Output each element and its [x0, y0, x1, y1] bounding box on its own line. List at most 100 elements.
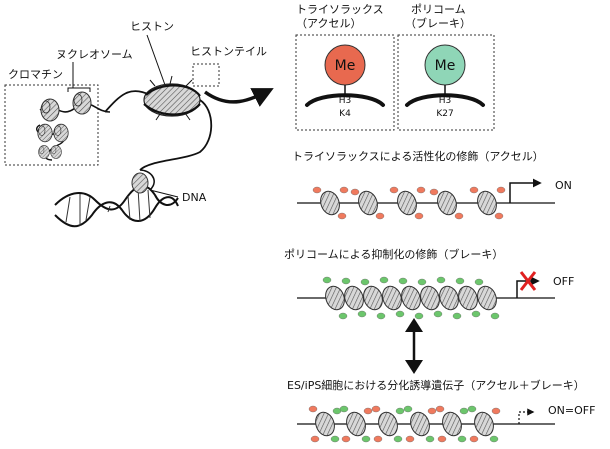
polycomb-title: ポリコーム — [411, 3, 466, 16]
bivalent-row: ES/iPS細胞における分化誘導遺伝子（アクセル＋ブレーキ） ON=OFF — [287, 378, 595, 443]
zoom-arrow — [203, 88, 274, 107]
brake-mark — [467, 405, 477, 413]
accelerator-mark — [427, 407, 437, 415]
brake-mark — [393, 435, 403, 443]
brake-mark — [361, 435, 371, 443]
brake-mark — [433, 310, 443, 318]
nucleosome — [358, 190, 378, 216]
accelerator-mark — [389, 186, 399, 194]
nucleosome — [474, 411, 494, 437]
brake-mark — [457, 435, 467, 443]
accelerator-mark — [429, 188, 439, 196]
polycomb-subtitle: （ブレーキ） — [405, 16, 471, 30]
residue-label: K4 — [339, 109, 351, 119]
chromatin-label: クロマチン — [8, 68, 63, 81]
activation-row: トライソラックスによる活性化の修飾（アクセル） ON — [292, 149, 572, 220]
brake-mark — [417, 278, 427, 286]
nucleosome-small — [72, 91, 92, 115]
repression-title: ポリコームによる抑制化の修飾（ブレーキ） — [284, 247, 503, 261]
polycomb-mark-panel: ポリコーム （ブレーキ） Me H3 K27 — [397, 3, 495, 131]
nucleosome-small — [53, 123, 69, 143]
bidirectional-arrow — [405, 318, 423, 374]
brake-mark — [489, 435, 499, 443]
accelerator-mark — [341, 435, 351, 443]
brake-mark — [341, 277, 351, 285]
accelerator-mark — [375, 212, 385, 220]
trithorax-title: トライソラックス — [296, 3, 384, 16]
accelerator-mark — [312, 186, 322, 194]
state-on-label: ON — [555, 179, 572, 192]
state-poised-label: ON=OFF — [548, 404, 595, 417]
block-x-icon — [519, 271, 537, 291]
brake-mark — [376, 312, 386, 320]
brake-mark — [490, 312, 500, 320]
dna-helix — [54, 169, 179, 228]
tss-arrow-poised — [518, 408, 535, 424]
brake-mark — [436, 276, 446, 284]
nucleosome — [458, 285, 478, 311]
brake-mark — [455, 277, 465, 285]
brake-mark — [395, 310, 405, 318]
trithorax-mark-panel: トライソラックス （アクセル） Me H3 K4 — [295, 3, 395, 131]
state-off-label: OFF — [553, 275, 574, 288]
nucleosome-bracket — [67, 87, 91, 92]
histone-tail-label: ヒストンテイル — [190, 45, 267, 58]
brake-mark — [357, 310, 367, 318]
brake-mark — [452, 312, 462, 320]
nucleosome — [346, 411, 366, 437]
accelerator-mark — [435, 405, 445, 413]
brake-mark — [332, 407, 342, 415]
accelerator-mark — [469, 435, 479, 443]
bivalent-title: ES/iPS細胞における分化誘導遺伝子（アクセル＋ブレーキ） — [287, 378, 585, 392]
accelerator-mark — [308, 405, 318, 413]
brake-mark — [403, 405, 413, 413]
brake-mark — [330, 435, 340, 443]
dna-label: DNA — [182, 191, 207, 204]
histone-octamer — [143, 75, 201, 121]
nucleosome — [437, 190, 457, 216]
accelerator-mark — [405, 435, 415, 443]
tss-arrow-blocked — [516, 276, 540, 298]
accelerator-mark — [496, 186, 506, 194]
nucleosome — [420, 285, 440, 311]
nucleosome-label: ヌクレオソーム — [56, 48, 133, 61]
nucleosome — [325, 285, 345, 311]
h3-label: H3 — [339, 96, 352, 106]
accelerator-mark — [339, 186, 349, 194]
activation-title: トライソラックスによる活性化の修飾（アクセル） — [292, 149, 544, 163]
brake-mark — [322, 276, 332, 284]
accelerator-mark — [494, 212, 504, 220]
brake-mark — [471, 310, 481, 318]
nucleosome-small — [38, 145, 50, 159]
accelerator-mark — [310, 435, 320, 443]
brake-mark — [425, 435, 435, 443]
accelerator-mark — [371, 405, 381, 413]
accelerator-mark — [350, 188, 360, 196]
nucleosome — [315, 411, 335, 437]
accelerator-mark — [337, 212, 347, 220]
chromatin-structure: クロマチン ヌクレオソーム ヒストン ヒストンテイル — [4, 20, 274, 228]
histone-label: ヒストン — [130, 20, 174, 33]
residue-label: K27 — [436, 109, 453, 119]
nucleosome — [378, 411, 398, 437]
nucleosome-small — [40, 98, 60, 122]
nucleosome — [477, 190, 497, 216]
nucleosome — [363, 285, 383, 311]
accelerator-mark — [469, 186, 479, 194]
brake-mark — [398, 277, 408, 285]
accelerator-mark — [373, 435, 383, 443]
nucleosome — [477, 285, 497, 311]
nucleosome — [382, 285, 402, 311]
brake-mark — [395, 407, 405, 415]
brake-mark — [338, 312, 348, 320]
brake-mark — [339, 405, 349, 413]
accelerator-mark — [491, 407, 501, 415]
me-label: Me — [435, 58, 456, 74]
nucleosome-small — [50, 145, 62, 159]
h3-label: H3 — [439, 96, 452, 106]
accelerator-mark — [363, 407, 373, 415]
accelerator-mark — [414, 212, 424, 220]
brake-mark — [379, 276, 389, 284]
nucleosome — [410, 411, 430, 437]
